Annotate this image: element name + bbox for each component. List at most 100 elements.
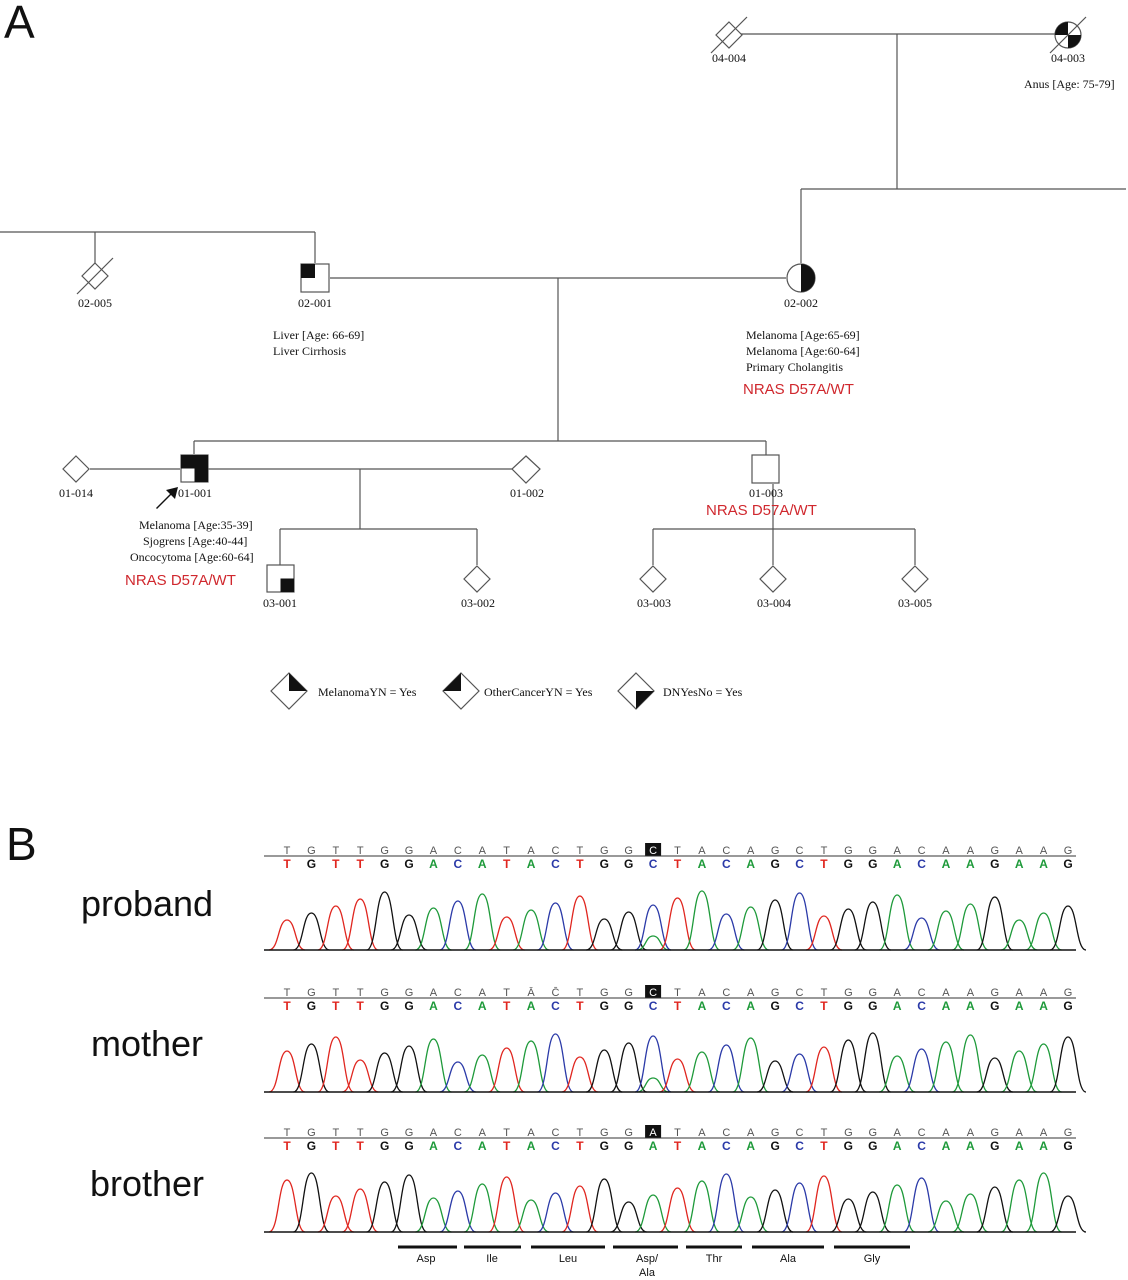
id-label: 04-003 (1051, 51, 1085, 65)
base-call-bottom: A (942, 1139, 951, 1153)
trace-peak (268, 1050, 306, 1093)
trace-peak (659, 897, 696, 951)
id-label: 01-002 (510, 486, 544, 500)
id-label: 02-001 (298, 296, 332, 310)
individual-01-001: 01-001 Melanoma [Age:35-39] Sjogrens [Ag… (125, 454, 254, 589)
trace-peak (317, 1195, 355, 1233)
trace-peak (537, 1192, 574, 1233)
base-call-top: A (893, 987, 901, 999)
base-call-top: A (1016, 845, 1024, 857)
trace-peak (805, 1046, 843, 1093)
base-call-top: A (479, 1127, 487, 1139)
base-call-bottom: G (624, 857, 633, 871)
note-line: Liver Cirrhosis (273, 344, 346, 358)
base-call-top: G (1064, 987, 1073, 999)
sample-label: proband (81, 883, 213, 924)
base-call-top: T (503, 845, 510, 857)
variant-highlight (645, 843, 662, 856)
base-call-top: G (771, 987, 780, 999)
base-call-top: G (771, 1127, 780, 1139)
base-call-bottom: G (770, 857, 779, 871)
trace-peak (634, 1194, 672, 1233)
trace-peak (830, 908, 867, 951)
trace-peak (878, 1055, 916, 1093)
base-call-bottom: G (990, 1139, 999, 1153)
individual-03-001: 03-001 (263, 564, 297, 610)
base-call-bottom: G (868, 857, 877, 871)
id-label: 01-014 (59, 486, 93, 500)
trace-peak (610, 911, 647, 951)
trace-peak (927, 1200, 965, 1233)
base-call-bottom: C (551, 1139, 560, 1153)
base-call-bottom: T (503, 857, 511, 871)
base-call-bottom: A (478, 1139, 487, 1153)
base-call-bottom: A (1015, 1139, 1024, 1153)
trace-peak (805, 1175, 843, 1233)
base-call-top: A (942, 1127, 950, 1139)
base-call-top: G (405, 845, 414, 857)
base-call-bottom: A (966, 1139, 975, 1153)
note-line: Sjogrens [Age:40-44] (143, 534, 247, 548)
base-call-top: G (991, 987, 1000, 999)
base-call-top: T (357, 1127, 364, 1139)
amino-acid-label: Ile (486, 1253, 498, 1265)
trace-peak (293, 1043, 330, 1093)
trace-peak (268, 1179, 306, 1233)
base-call-bottom: G (868, 999, 877, 1013)
base-call-bottom: G (600, 999, 609, 1013)
pedigree-lines (0, 33, 1126, 565)
trace-peak (781, 1053, 818, 1093)
base-call-top: C (796, 1127, 804, 1139)
base-call-top: G (380, 1127, 389, 1139)
base-call-top: T (577, 987, 584, 999)
base-call-bottom: T (503, 1139, 511, 1153)
base-call-bottom: C (722, 999, 731, 1013)
trace-peaks (268, 1032, 1087, 1093)
base-call-bottom: G (624, 999, 633, 1013)
sample-label: brother (90, 1163, 204, 1204)
base-call-top: Ā (527, 987, 535, 999)
base-call-bottom: A (698, 857, 707, 871)
base-call-bottom: T (820, 1139, 828, 1153)
base-call-bottom: T (283, 999, 291, 1013)
base-call-top: A (649, 1127, 657, 1139)
trace-peak (586, 918, 623, 951)
base-call-top: A (967, 845, 975, 857)
base-call-bottom: T (357, 1139, 365, 1153)
base-call-top: A (942, 987, 950, 999)
genotype-label: NRAS D57A/WT (743, 381, 854, 398)
base-call-top: A (698, 987, 706, 999)
trace-peak (341, 898, 379, 951)
trace-peak (341, 1059, 379, 1093)
trace-peak (439, 1061, 477, 1093)
base-call-bottom: A (746, 1139, 755, 1153)
base-call-bottom: A (893, 857, 902, 871)
trace-peak (415, 907, 452, 951)
base-call-top: T (357, 987, 364, 999)
id-label: 04-004 (712, 51, 746, 65)
base-call-top: A (1040, 987, 1048, 999)
base-call-top: T (674, 845, 681, 857)
base-call-top: A (967, 1127, 975, 1139)
trace-peaks (268, 1172, 1087, 1233)
base-call-bottom: A (429, 999, 438, 1013)
legend-item-dn: DNYesNo = Yes (617, 672, 743, 710)
trace-peak (390, 1174, 428, 1233)
trace-peak (830, 1039, 867, 1093)
trace-peak (732, 906, 770, 951)
base-call-top: A (1040, 845, 1048, 857)
base-call-bottom: G (600, 857, 609, 871)
base-call-bottom: A (1039, 999, 1048, 1013)
base-call-top: G (771, 845, 780, 857)
base-call-top: T (284, 987, 291, 999)
base-call-top: G (405, 1127, 414, 1139)
base-call-top: C (649, 987, 657, 999)
trace-peak (756, 899, 794, 951)
base-call-bottom: G (380, 1139, 389, 1153)
amino-acid-label: Thr (706, 1253, 723, 1265)
base-call-top: G (600, 987, 609, 999)
base-call-top: C (918, 987, 926, 999)
